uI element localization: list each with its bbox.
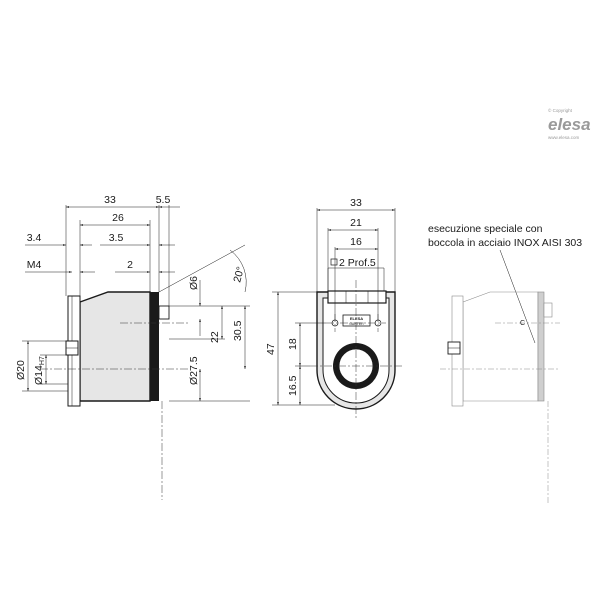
square-symbol: [330, 258, 338, 266]
special-face-band: [537, 291, 545, 402]
special-pin: [543, 302, 553, 318]
front-dim-16: 16: [350, 236, 362, 248]
dim-3-4: 3.4: [27, 232, 42, 244]
special-note-line2: boccola in acciaio INOX AISI 303: [428, 237, 582, 249]
side-view: C 33 5.5 26 3.4 3.5 M4 2 20°: [15, 194, 250, 500]
svg-text:C: C: [150, 320, 155, 327]
label-plate: [342, 314, 371, 327]
brand-logo: © Copyright elesa www.elesa.com: [548, 107, 591, 140]
dim-26: 26: [112, 212, 124, 224]
front-top-tab: [327, 290, 387, 304]
dim-22: 22: [209, 331, 221, 343]
elesa-logo: elesa: [548, 115, 591, 134]
front-dim-21: 21: [350, 217, 362, 229]
dim-30-5: 30.5: [232, 320, 244, 341]
dim-20deg: 20°: [231, 265, 247, 283]
dim-5-5: 5.5: [156, 194, 171, 206]
dim-m4: M4: [27, 259, 42, 271]
front-dim-16-5: 16.5: [287, 375, 299, 396]
special-view: esecuzione speciale con boccola in accia…: [428, 223, 582, 505]
side-face-band: [150, 292, 159, 401]
brand-url: www.elesa.com: [548, 135, 580, 140]
label-brand-2: GANTER: [349, 322, 364, 326]
copyright-text: © Copyright: [548, 107, 573, 113]
dim-3-5: 3.5: [109, 232, 124, 244]
side-pin: [158, 305, 170, 320]
special-body: [462, 291, 539, 402]
front-dim-prof: 2 Prof.5: [339, 257, 376, 269]
label-brand: ELESA: [350, 316, 363, 321]
side-body: [79, 291, 151, 402]
dim-27-5: Ø27.5: [188, 356, 200, 385]
front-dim-18: 18: [287, 338, 299, 350]
front-dim-33: 33: [350, 197, 362, 209]
dim-20: Ø20: [15, 360, 27, 380]
dim-6: Ø6: [188, 276, 200, 290]
special-note-line1: esecuzione speciale con: [428, 223, 543, 235]
dim-14: Ø14H7: [33, 356, 46, 385]
dim-33: 33: [104, 194, 116, 206]
svg-text:C: C: [520, 320, 525, 327]
front-view: ELESA GANTER 33 21 16 2 Prof.5: [265, 197, 402, 420]
dim-2: 2: [127, 259, 133, 271]
front-dim-47: 47: [265, 343, 277, 355]
